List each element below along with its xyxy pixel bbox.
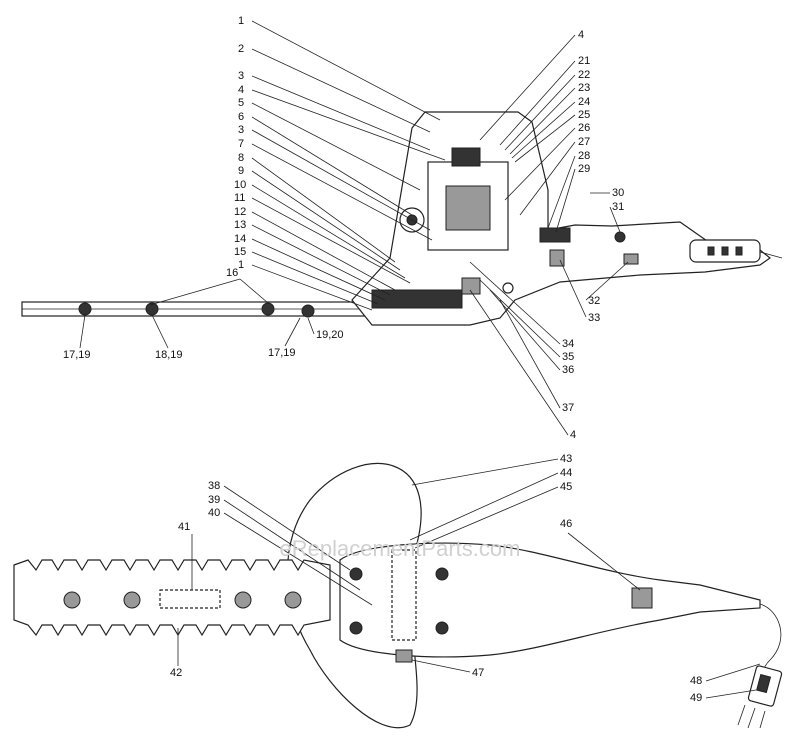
label-25: 25 bbox=[578, 109, 590, 121]
label-35: 35 bbox=[562, 351, 574, 363]
label-12: 12 bbox=[234, 206, 246, 218]
label-1b: 1 bbox=[238, 259, 244, 271]
label-8: 8 bbox=[238, 152, 244, 164]
label-41: 41 bbox=[178, 521, 190, 533]
label-31: 31 bbox=[612, 201, 624, 213]
label-23: 23 bbox=[578, 82, 590, 94]
label-3b: 3 bbox=[238, 124, 244, 136]
label-4: 4 bbox=[238, 84, 244, 96]
label-11: 11 bbox=[234, 192, 245, 204]
label-46: 46 bbox=[560, 518, 572, 530]
label-37: 37 bbox=[562, 402, 574, 414]
label-6: 6 bbox=[238, 111, 244, 123]
label-48: 48 bbox=[690, 675, 702, 687]
label-21: 21 bbox=[578, 55, 590, 67]
label-2: 2 bbox=[238, 43, 244, 55]
upper-right-labels: 4 21 22 23 24 25 26 27 28 29 30 31 32 33… bbox=[469, 29, 629, 441]
label-19-20: 19,20 bbox=[316, 329, 344, 341]
upper-assembly bbox=[21, 111, 783, 326]
label-29: 29 bbox=[578, 163, 590, 175]
label-42: 42 bbox=[170, 667, 182, 679]
lower-labels: 38 39 40 41 42 43 44 45 46 47 48 49 bbox=[170, 453, 761, 704]
label-3: 3 bbox=[238, 70, 244, 82]
label-24: 24 bbox=[578, 96, 590, 108]
label-16: 16 bbox=[226, 267, 238, 279]
label-47: 47 bbox=[472, 667, 484, 679]
label-13: 13 bbox=[234, 219, 246, 231]
upper-left-labels: 1 2 3 4 5 6 3 7 8 9 10 11 12 13 bbox=[234, 15, 446, 311]
label-40: 40 bbox=[208, 507, 220, 519]
label-17-19-a: 17,19 bbox=[63, 349, 91, 361]
label-49: 49 bbox=[690, 692, 702, 704]
label-18-19: 18,19 bbox=[155, 349, 183, 361]
label-9: 9 bbox=[238, 165, 244, 177]
label-34: 34 bbox=[562, 338, 574, 350]
label-43: 43 bbox=[560, 453, 572, 465]
label-15: 15 bbox=[234, 246, 246, 258]
label-36: 36 bbox=[562, 364, 574, 376]
label-39: 39 bbox=[208, 494, 220, 506]
label-14: 14 bbox=[234, 233, 246, 245]
label-44: 44 bbox=[560, 467, 572, 479]
label-r4: 4 bbox=[578, 29, 584, 41]
lower-assembly bbox=[13, 462, 783, 729]
watermark: eReplacementParts.com bbox=[280, 536, 521, 561]
label-22: 22 bbox=[578, 69, 590, 81]
label-r4b: 4 bbox=[570, 429, 576, 441]
label-5: 5 bbox=[238, 97, 244, 109]
label-10: 10 bbox=[234, 179, 246, 191]
label-26: 26 bbox=[578, 122, 590, 134]
label-28: 28 bbox=[578, 150, 590, 162]
label-17-19-b: 17,19 bbox=[268, 347, 296, 359]
label-30: 30 bbox=[612, 187, 624, 199]
label-38: 38 bbox=[208, 480, 220, 492]
label-33: 33 bbox=[588, 312, 600, 324]
label-1: 1 bbox=[238, 15, 244, 27]
blade-labels: 16 17,19 18,19 17,19 19,20 bbox=[63, 267, 344, 361]
label-45: 45 bbox=[560, 481, 572, 493]
label-32: 32 bbox=[588, 295, 600, 307]
label-27: 27 bbox=[578, 136, 590, 148]
label-7: 7 bbox=[238, 138, 244, 150]
